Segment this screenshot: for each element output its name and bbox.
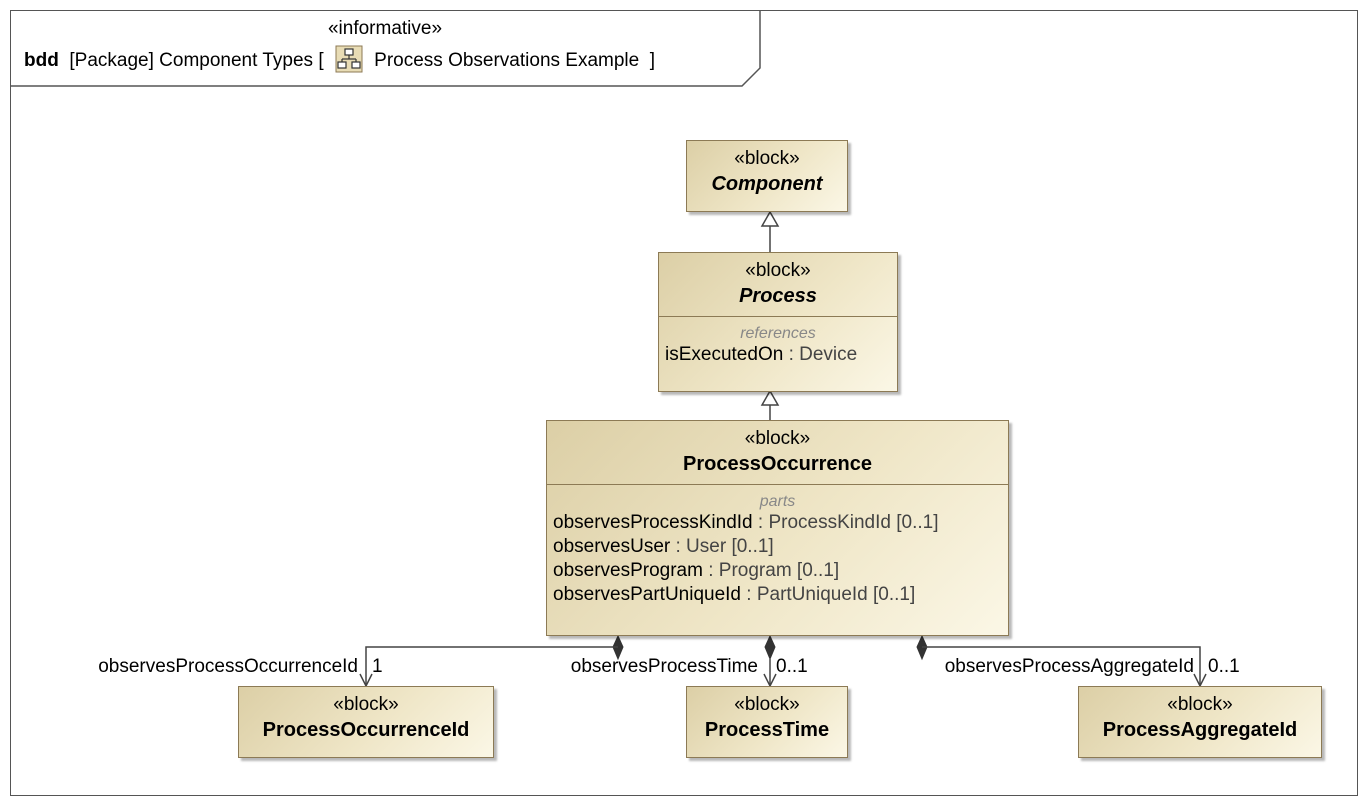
parts-compartment: parts observesProcessKindId : ProcessKin… — [547, 484, 1008, 607]
property-type: : User [0..1] — [670, 536, 774, 557]
association-aggregate-id — [922, 646, 1201, 686]
compartment-title: parts — [759, 493, 796, 510]
block-process-occurrence-id[interactable]: «block» ProcessOccurrenceId — [238, 686, 494, 758]
block-stereotype: «block» — [1167, 694, 1233, 715]
block-name: ProcessOccurrenceId — [262, 719, 470, 741]
frame-close-bracket: ] — [649, 50, 656, 72]
frame-kind: bdd — [24, 50, 59, 72]
property-row: observesProcessKindId : ProcessKindId [0… — [547, 511, 1008, 535]
frame-open-bracket: [ — [318, 50, 324, 72]
references-compartment: references isExecutedOn : Device — [659, 316, 897, 367]
block-stereotype: «block» — [745, 260, 811, 281]
diagram-frame — [10, 10, 1358, 796]
role-label-aggregate-id: observesProcessAggregateId — [944, 656, 1194, 677]
property-type: : ProcessKindId [0..1] — [752, 512, 939, 533]
property-type: : Program [0..1] — [702, 560, 840, 581]
generalization-arrowhead — [760, 389, 780, 406]
role-label-process-time: observesProcessTime — [570, 656, 758, 677]
frame-title: bdd [Package] Component Types [ Process … — [24, 45, 656, 75]
block-component[interactable]: «block» Component — [686, 140, 848, 212]
multiplicity-process-time: 0..1 — [776, 656, 808, 677]
frame-package-name: Component Types — [159, 50, 314, 72]
property-type: : PartUniqueId [0..1] — [741, 584, 916, 605]
property-name: observesProcessKindId — [553, 512, 753, 533]
association-occurrence-id — [365, 646, 618, 686]
property-name: observesProgram — [553, 560, 703, 581]
block-name: Process — [739, 285, 817, 307]
frame-stereotype: «informative» — [327, 18, 443, 39]
property-row: observesProgram : Program [0..1] — [547, 559, 1008, 583]
multiplicity-aggregate-id: 0..1 — [1208, 656, 1240, 677]
compartment-title: references — [740, 325, 816, 342]
property-name: observesUser — [553, 536, 671, 557]
block-stereotype: «block» — [734, 694, 800, 715]
multiplicity-occurrence-id: 1 — [372, 656, 383, 677]
package-diagram-icon — [335, 45, 363, 73]
block-stereotype: «block» — [744, 428, 811, 449]
property-row: observesUser : User [0..1] — [547, 535, 1008, 559]
composition-diamond — [764, 634, 776, 661]
property-name: isExecutedOn — [665, 344, 784, 365]
block-stereotype: «block» — [333, 694, 399, 715]
block-name: ProcessOccurrence — [682, 453, 872, 475]
frame-diagram-name: Process Observations Example — [374, 50, 640, 72]
block-process-time[interactable]: «block» ProcessTime — [686, 686, 848, 758]
block-process-occurrence[interactable]: «block» ProcessOccurrence parts observes… — [546, 420, 1009, 636]
generalization-arrowhead — [760, 210, 780, 227]
block-process[interactable]: «block» Process references isExecutedOn … — [658, 252, 898, 392]
property-row: isExecutedOn : Device — [659, 343, 897, 367]
property-name: observesPartUniqueId — [553, 584, 741, 605]
block-process-aggregate-id[interactable]: «block» ProcessAggregateId — [1078, 686, 1322, 758]
frame-element-type: [Package] — [69, 50, 154, 72]
block-name: Component — [711, 173, 823, 195]
block-name: ProcessAggregateId — [1102, 719, 1298, 741]
property-row: observesPartUniqueId : PartUniqueId [0..… — [547, 583, 1008, 607]
role-label-occurrence-id: observesProcessOccurrenceId — [98, 656, 358, 677]
block-stereotype: «block» — [734, 148, 800, 169]
block-name: ProcessTime — [704, 719, 830, 741]
property-type: : Device — [783, 344, 858, 365]
